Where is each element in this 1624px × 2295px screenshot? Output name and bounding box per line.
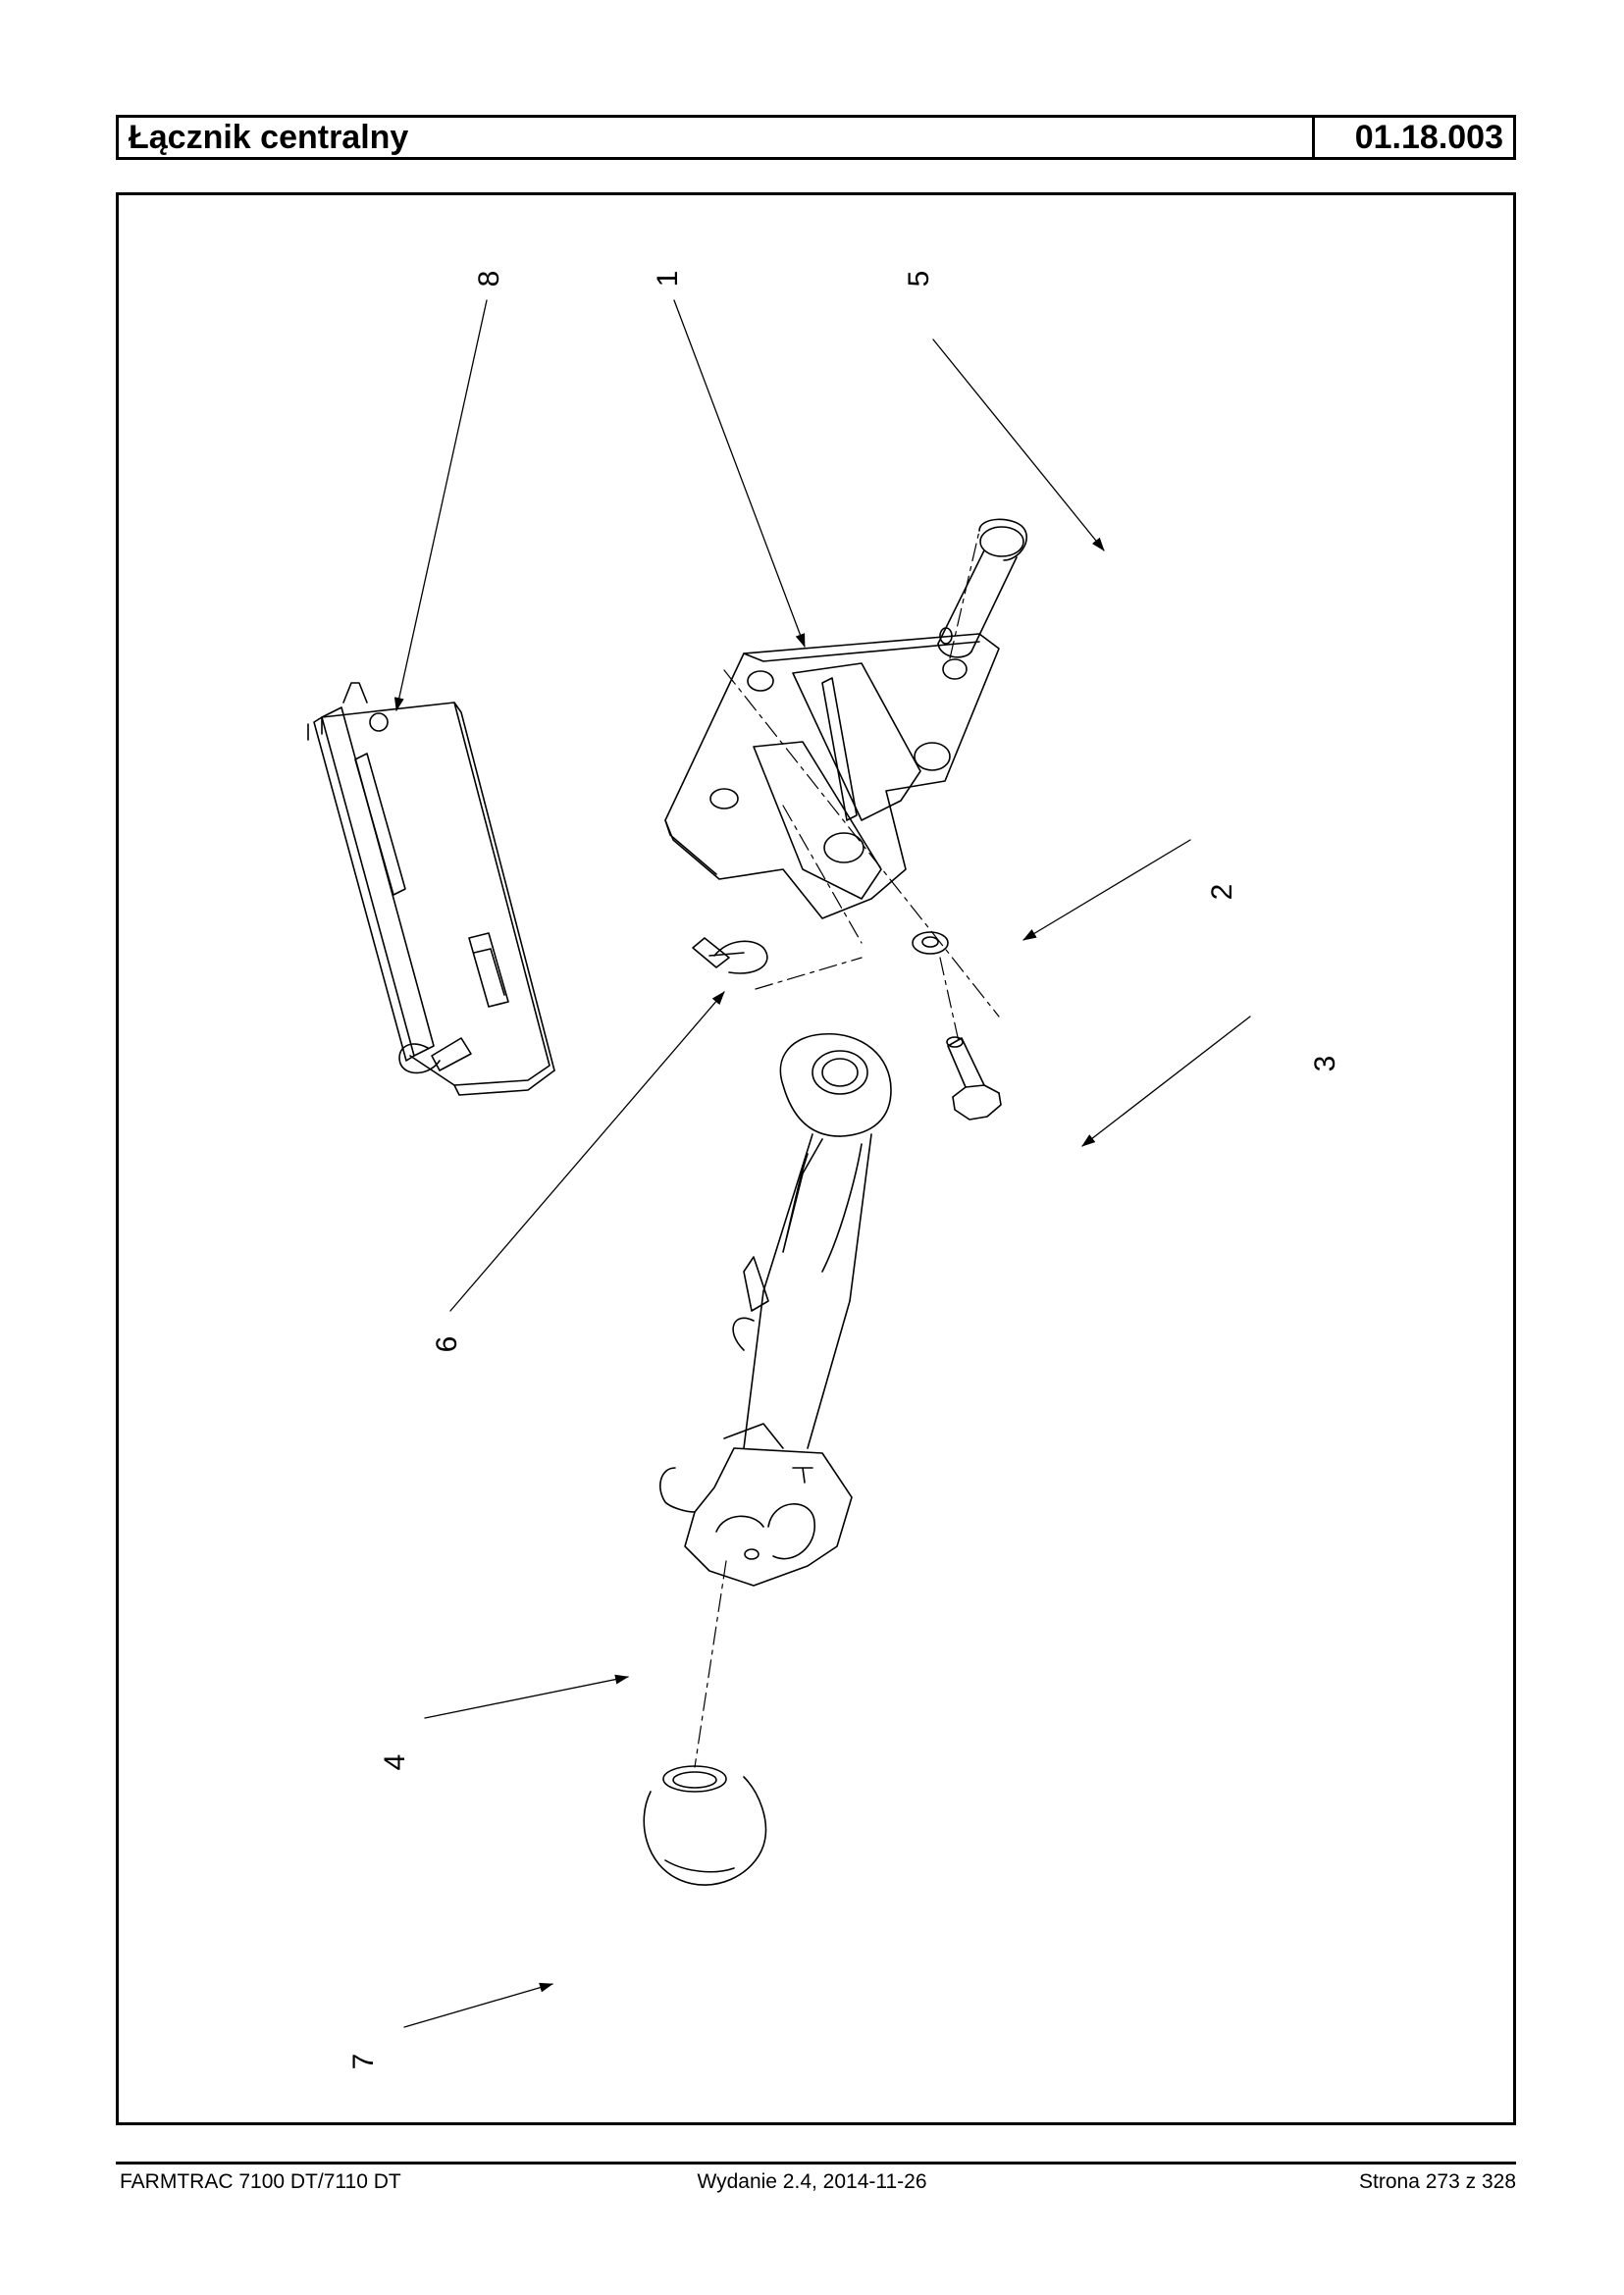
top-link-part-4 <box>659 1033 892 1587</box>
callout-labels: 8 1 5 2 3 6 4 7 <box>347 271 1341 2070</box>
ball-part-7 <box>643 1765 767 1886</box>
footer-rule <box>116 2162 1516 2165</box>
drawing-frame <box>116 192 1516 2125</box>
page-title: Łącznik centralny <box>119 118 1315 157</box>
leader-lines <box>393 299 1251 2028</box>
callout-7: 7 <box>347 2054 380 2070</box>
callout-6: 6 <box>431 1336 463 1353</box>
page-header: Łącznik centralny 01.18.003 <box>116 115 1516 160</box>
footer-edition: Wydanie 2.4, 2014-11-26 <box>697 2170 927 2193</box>
mounting-bracket-part-1 <box>664 633 1000 919</box>
callout-5: 5 <box>903 271 935 287</box>
bolt-part-3 <box>946 1036 1002 1121</box>
linch-pin-part-6 <box>692 937 768 974</box>
exploded-parts-drawing: 8 1 5 2 3 6 4 7 <box>307 271 1341 2070</box>
part-code: 01.18.003 <box>1354 118 1503 156</box>
washer-part-2 <box>912 931 949 955</box>
footer-page-number: Strona 273 z 328 <box>1359 2170 1516 2193</box>
callout-1: 1 <box>652 271 684 287</box>
callout-3: 3 <box>1309 1056 1341 1072</box>
callout-2: 2 <box>1206 884 1238 901</box>
callout-4: 4 <box>379 1754 411 1771</box>
bracket-part-8 <box>307 682 555 1096</box>
footer-model: FARMTRAC 7100 DT/7110 DT <box>120 2170 401 2193</box>
callout-8: 8 <box>473 271 505 287</box>
center-lines <box>694 530 1000 1768</box>
pin-part-5 <box>937 518 1027 658</box>
